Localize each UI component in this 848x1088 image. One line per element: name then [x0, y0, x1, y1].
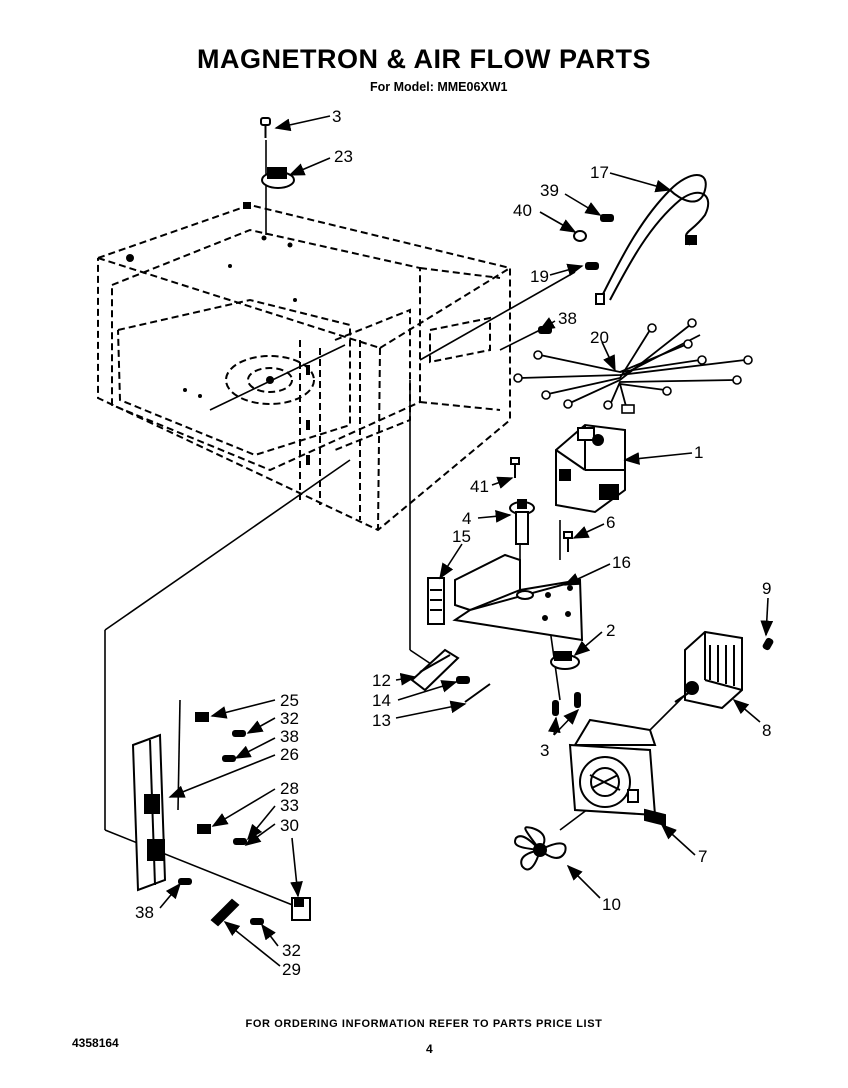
callout-labels: 3 23 17 39 40 19 38 20 1 41 4 6 15 16 9 … — [135, 107, 771, 979]
callout-arrows — [159, 115, 774, 967]
callout-13: 13 — [372, 711, 391, 730]
callout-25: 25 — [280, 691, 299, 710]
callout-7: 7 — [698, 847, 707, 866]
screw-part-38-bot — [178, 878, 192, 885]
callout-15: 15 — [452, 527, 471, 546]
callout-28: 28 — [280, 779, 299, 798]
callout-26: 26 — [280, 745, 299, 764]
callout-23: 23 — [334, 147, 353, 166]
callout-12: 12 — [372, 671, 391, 690]
callout-38-top: 38 — [558, 309, 577, 328]
fan-motor-part-8 — [674, 630, 743, 710]
latch-board — [131, 733, 167, 892]
callout-17: 17 — [590, 163, 609, 182]
callout-38-bot: 38 — [135, 903, 154, 922]
wire-terminals — [513, 318, 753, 414]
arm-part-29 — [210, 898, 240, 927]
wire-harness-part-20 — [519, 324, 746, 411]
switch-part-28 — [197, 824, 211, 834]
screw-part-39 — [600, 214, 614, 222]
page-number: 4 — [426, 1042, 433, 1056]
callout-41: 41 — [470, 477, 489, 496]
document-number: 4358164 — [72, 1036, 119, 1050]
callout-14: 14 — [372, 691, 391, 710]
callout-6: 6 — [606, 513, 615, 532]
magnetron-part-1 — [555, 423, 626, 514]
callout-40: 40 — [513, 201, 532, 220]
callout-33: 33 — [280, 796, 299, 815]
screw-part-6 — [563, 531, 573, 552]
callout-3-mid: 3 — [540, 741, 549, 760]
callout-10: 10 — [602, 895, 621, 914]
callout-32-a: 32 — [280, 709, 299, 728]
screw-part-38-mid — [222, 755, 236, 762]
latch-part-12 — [410, 648, 460, 692]
lever-part-30 — [291, 897, 311, 921]
power-cord-part-17 — [595, 174, 710, 305]
page-title: MAGNETRON & AIR FLOW PARTS — [197, 44, 651, 74]
callout-38-mid: 38 — [280, 727, 299, 746]
callout-8: 8 — [762, 721, 771, 740]
callout-9: 9 — [762, 579, 771, 598]
model-subtitle: For Model: MME06XW1 — [370, 80, 508, 94]
ordering-note: FOR ORDERING INFORMATION REFER TO PARTS … — [245, 1018, 603, 1030]
callout-19: 19 — [530, 267, 549, 286]
screw-part-32-b — [250, 918, 264, 925]
fan-blade-part-10 — [514, 826, 567, 871]
filter-part-15 — [427, 577, 445, 625]
screw-part-9 — [762, 637, 774, 651]
pin-part-13 — [464, 683, 491, 703]
screws-part-3-mid — [552, 692, 581, 716]
callout-4: 4 — [462, 509, 471, 528]
callout-39: 39 — [540, 181, 559, 200]
screw-part-33 — [233, 838, 247, 845]
callout-32-b: 32 — [282, 941, 301, 960]
cabinet-details — [126, 202, 310, 465]
screw-part-41 — [510, 457, 520, 478]
thermostat-part-2 — [550, 651, 580, 670]
switch-part-25 — [195, 712, 209, 722]
callout-29: 29 — [282, 960, 301, 979]
pin-part-14 — [456, 676, 470, 684]
thermal-cutout-part-23 — [261, 167, 295, 189]
screw-part-3-top — [260, 117, 271, 138]
washer-part-40 — [573, 230, 587, 242]
callout-2: 2 — [606, 621, 615, 640]
screw-part-32-a — [232, 730, 246, 737]
screw-part-19 — [585, 262, 599, 270]
callout-30: 30 — [280, 816, 299, 835]
cabinet-outline — [97, 203, 511, 532]
fan-housing-part-7 — [568, 718, 666, 827]
sensor-part-4 — [509, 499, 535, 545]
callout-16: 16 — [612, 553, 631, 572]
callout-20: 20 — [590, 328, 609, 347]
air-duct-part-16 — [452, 553, 584, 642]
callout-3-top: 3 — [332, 107, 341, 126]
callout-1: 1 — [694, 443, 703, 462]
